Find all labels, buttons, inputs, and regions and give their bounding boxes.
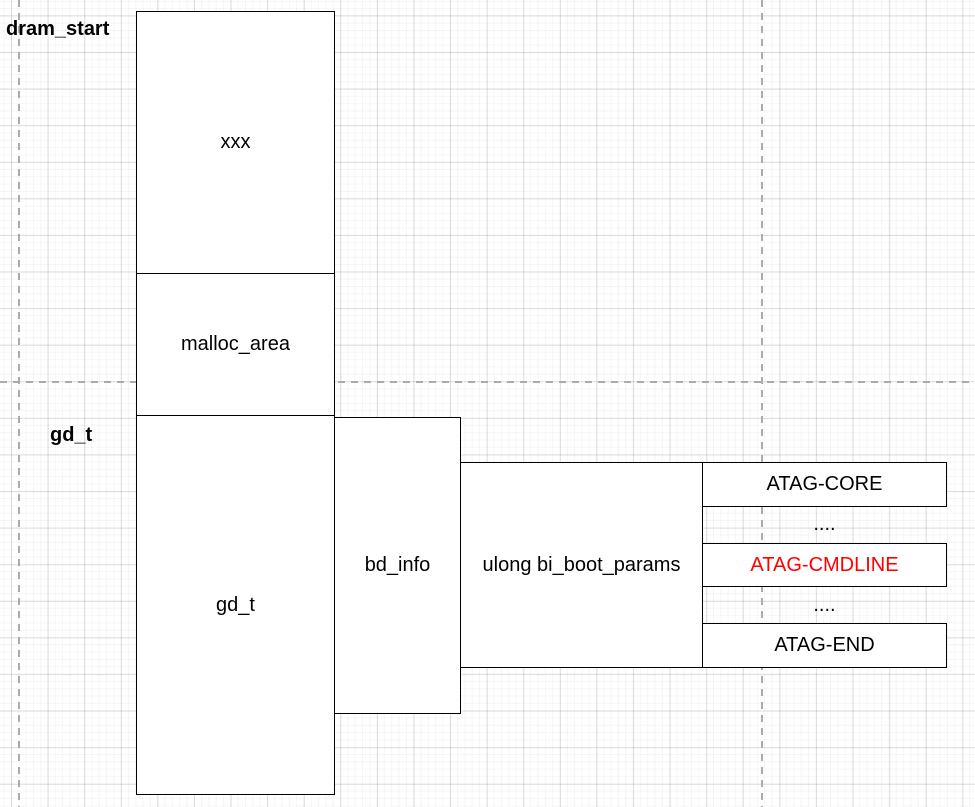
label-dram-start[interactable]: dram_start — [6, 18, 110, 40]
atag-list: ATAG-CORE .... ATAG-CMDLINE .... ATAG-EN… — [702, 462, 947, 669]
atag-core-box[interactable]: ATAG-CORE — [702, 462, 947, 507]
box-bi-boot-params-label: ulong bi_boot_params — [482, 553, 681, 576]
atag-cmdline-label: ATAG-CMDLINE — [750, 553, 899, 576]
box-malloc-area[interactable]: malloc_area — [137, 274, 334, 416]
box-malloc-area-label: malloc_area — [181, 333, 290, 355]
atag-end-label: ATAG-END — [774, 634, 875, 657]
box-xxx[interactable]: xxx — [137, 12, 334, 274]
atag-ellipsis-lower-label: .... — [813, 593, 836, 616]
page-boundary-dashed-line-middle — [0, 381, 975, 383]
atag-ellipsis-upper-label: .... — [813, 513, 836, 536]
atag-core-label: ATAG-CORE — [766, 472, 883, 495]
atag-cmdline-box[interactable]: ATAG-CMDLINE — [702, 542, 947, 588]
box-xxx-label: xxx — [220, 131, 251, 153]
page-boundary-dashed-line-right — [761, 0, 763, 807]
box-bd-info-label: bd_info — [364, 554, 431, 576]
atag-ellipsis-upper: .... — [702, 507, 947, 543]
box-gd-t[interactable]: gd_t — [137, 416, 334, 794]
memory-layout-column: xxx malloc_area gd_t — [136, 11, 335, 795]
box-gd-t-label: gd_t — [216, 593, 255, 616]
box-bd-info[interactable]: bd_info — [334, 417, 461, 714]
atag-end-box[interactable]: ATAG-END — [702, 623, 947, 669]
box-bi-boot-params[interactable]: ulong bi_boot_params — [460, 462, 703, 668]
atag-ellipsis-lower: .... — [702, 587, 947, 623]
label-gd-t[interactable]: gd_t — [50, 424, 93, 446]
page-boundary-dashed-line-left — [18, 0, 20, 807]
